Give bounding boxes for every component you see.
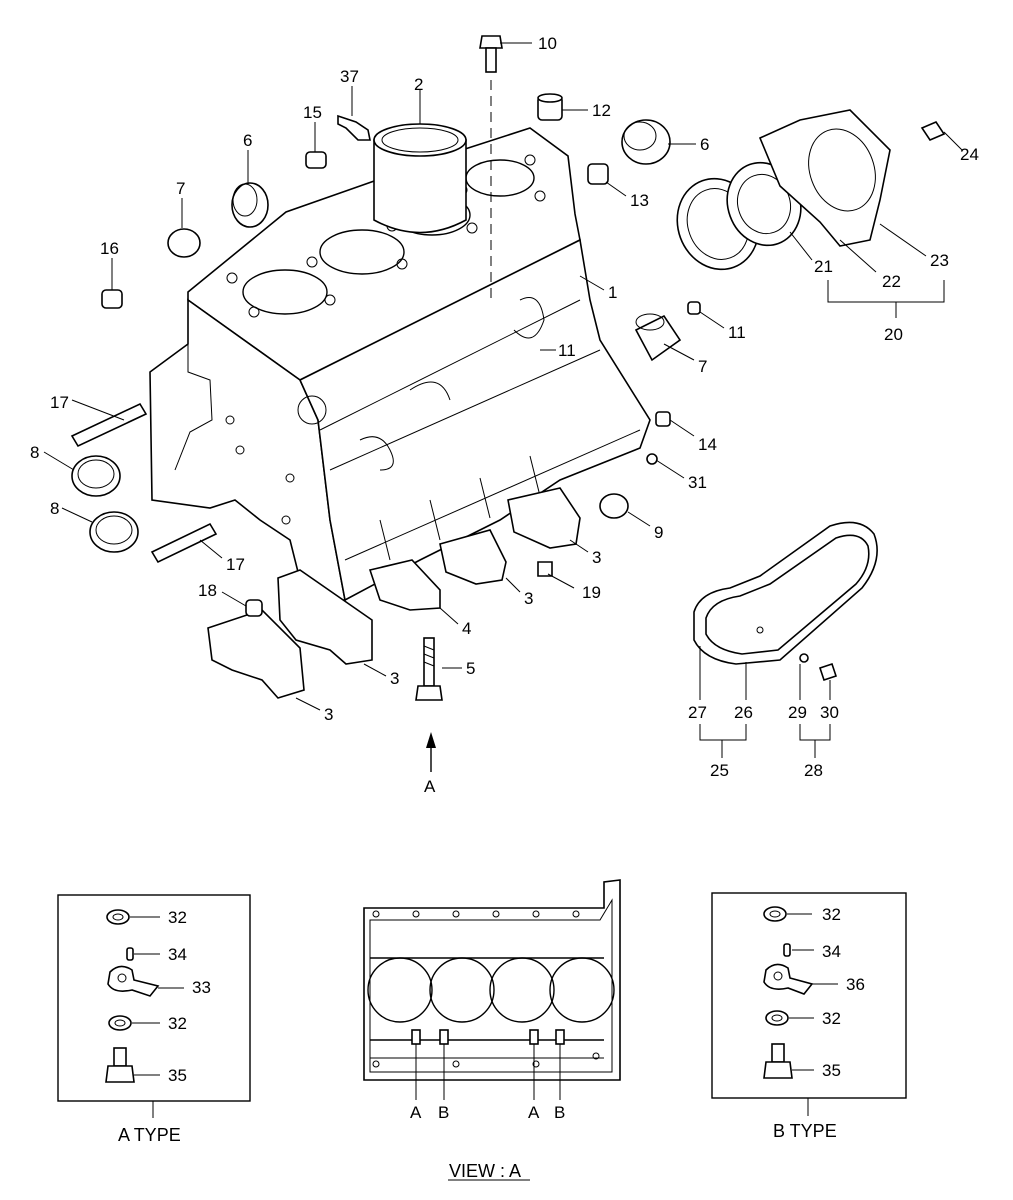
callout-3-far-right: 3 — [592, 548, 601, 567]
bolt-10 — [479, 35, 503, 300]
callout-7-right: 7 — [698, 357, 707, 376]
callout-9: 9 — [654, 523, 663, 542]
callout-3-right: 3 — [524, 589, 533, 608]
callout-17-upper: 17 — [50, 393, 69, 412]
b-type-callout-34: 34 — [822, 942, 841, 961]
callout-21: 21 — [814, 257, 833, 276]
callout-17-lower: 17 — [226, 555, 245, 574]
view-label-b-1: B — [438, 1103, 449, 1122]
rear-oil-seal-assembly — [676, 109, 946, 271]
captions: A TYPE B TYPE VIEW : A — [118, 1121, 837, 1181]
callout-6-right: 6 — [700, 135, 709, 154]
callout-8-upper: 8 — [30, 443, 39, 462]
cylinder-block — [149, 127, 651, 602]
callout-12: 12 — [592, 101, 611, 120]
view-label-b-2: B — [554, 1103, 565, 1122]
callout-28: 28 — [804, 761, 823, 780]
callout-25: 25 — [710, 761, 729, 780]
bushes — [71, 455, 139, 553]
leader-lines — [43, 42, 963, 758]
callout-11-center: 11 — [558, 341, 576, 360]
callout-30: 30 — [820, 703, 839, 722]
callout-18: 18 — [198, 581, 217, 600]
callout-13: 13 — [630, 191, 649, 210]
main-bearing-bolt — [415, 637, 443, 701]
studs — [70, 402, 218, 564]
callout-27: 27 — [688, 703, 707, 722]
view-label-a-2: A — [528, 1103, 540, 1122]
callout-19: 19 — [582, 583, 601, 602]
b-type-callout-32-bottom: 32 — [822, 1009, 841, 1028]
callout-3-left: 3 — [324, 705, 333, 724]
callout-5: 5 — [466, 659, 475, 678]
callout-26: 26 — [734, 703, 753, 722]
a-type-callout-33: 33 — [192, 978, 211, 997]
a-type-callout-34: 34 — [168, 945, 187, 964]
a-type-caption: A TYPE — [118, 1125, 181, 1145]
callout-24: 24 — [960, 145, 979, 164]
b-type-caption: B TYPE — [773, 1121, 837, 1141]
callout-20: 20 — [884, 325, 903, 344]
callout-6-left: 6 — [243, 131, 252, 150]
small-right-parts — [245, 301, 701, 617]
b-type-box — [711, 892, 907, 1116]
b-type-callout-36: 36 — [846, 975, 865, 994]
bearing-caps — [207, 487, 581, 699]
b-type-callout-35: 35 — [822, 1061, 841, 1080]
callout-22: 22 — [882, 272, 901, 291]
a-type-callout-32-bottom: 32 — [168, 1014, 187, 1033]
a-type-callout-35: 35 — [168, 1066, 187, 1085]
callout-labels: 10 37 2 12 15 6 6 24 7 13 16 1 21 22 23 … — [30, 34, 979, 1122]
side-cover-assembly — [693, 521, 878, 682]
callout-view-a: A — [424, 777, 436, 796]
callout-23: 23 — [930, 251, 949, 270]
cylinder-liner — [373, 123, 467, 234]
callout-7-left: 7 — [176, 179, 185, 198]
callout-16: 16 — [100, 239, 119, 258]
b-type-callout-32-top: 32 — [822, 905, 841, 924]
expansion-plugs — [167, 119, 682, 362]
callout-31: 31 — [688, 473, 707, 492]
view-a-drawing — [363, 879, 621, 1181]
callout-10: 10 — [538, 34, 557, 53]
callout-3-center: 3 — [390, 669, 399, 688]
callout-4: 4 — [462, 619, 471, 638]
a-type-callout-32-top: 32 — [168, 908, 187, 927]
view-label-a-1: A — [410, 1103, 422, 1122]
callout-15: 15 — [303, 103, 322, 122]
callout-37: 37 — [340, 67, 359, 86]
callout-8-lower: 8 — [50, 499, 59, 518]
a-type-box — [57, 894, 251, 1118]
small-top-parts — [101, 93, 609, 309]
callout-2: 2 — [414, 75, 423, 94]
callout-11-right: 11 — [728, 323, 746, 342]
callout-29: 29 — [788, 703, 807, 722]
callout-14: 14 — [698, 435, 717, 454]
callout-1: 1 — [608, 283, 617, 302]
view-a-caption: VIEW : A — [449, 1161, 521, 1181]
view-a-arrow — [426, 732, 436, 772]
